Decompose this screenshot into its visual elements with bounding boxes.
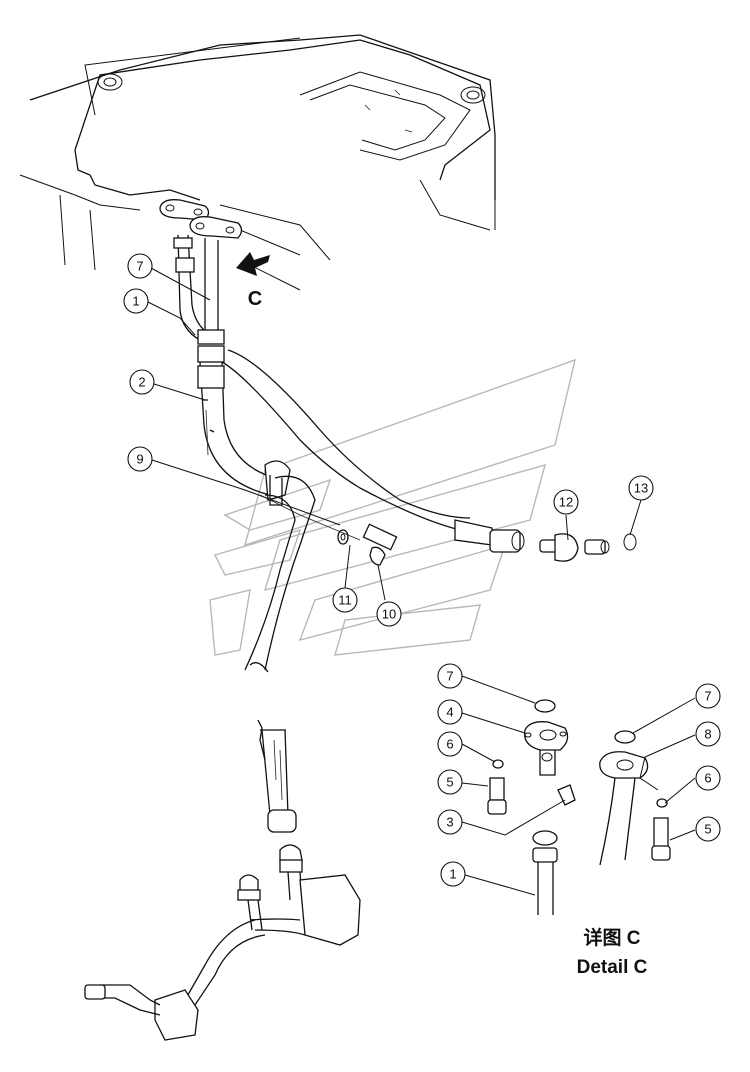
callout-detail-left-6: 6 xyxy=(437,731,463,757)
detail-c-right xyxy=(599,730,671,866)
long-hose xyxy=(221,349,525,553)
svg-text:7: 7 xyxy=(136,259,143,274)
callout-12: 12 xyxy=(553,489,579,515)
callout-detail-right-5: 5 xyxy=(695,816,721,842)
callout-13: 13 xyxy=(628,475,654,501)
callout-detail-left-3: 3 xyxy=(437,809,463,835)
callout-detail-left-1: 1 xyxy=(440,861,466,887)
svg-text:3: 3 xyxy=(446,815,453,830)
leader-lines xyxy=(147,267,696,896)
callout-9: 9 xyxy=(127,446,153,472)
svg-text:5: 5 xyxy=(704,822,711,837)
svg-text:4: 4 xyxy=(446,705,453,720)
view-label: C xyxy=(248,288,262,310)
bottom-manifold xyxy=(84,844,361,1041)
svg-text:9: 9 xyxy=(136,452,143,467)
callout-7-main: 7 xyxy=(127,253,153,279)
view-arrow-icon xyxy=(236,252,270,276)
svg-text:6: 6 xyxy=(446,737,453,752)
watermark-logo xyxy=(209,358,576,656)
svg-text:5: 5 xyxy=(446,775,453,790)
detail-title-en: Detail C xyxy=(577,957,648,978)
callout-2: 2 xyxy=(129,369,155,395)
callout-detail-right-8: 8 xyxy=(695,721,721,747)
svg-text:2: 2 xyxy=(138,375,145,390)
upper-hoses xyxy=(173,234,276,496)
clamp-assembly xyxy=(259,460,398,566)
svg-text:10: 10 xyxy=(382,607,396,622)
svg-text:1: 1 xyxy=(132,294,139,309)
svg-text:7: 7 xyxy=(446,669,453,684)
callout-detail-left-5: 5 xyxy=(437,769,463,795)
svg-text:11: 11 xyxy=(338,593,352,608)
svg-text:6: 6 xyxy=(704,771,711,786)
svg-text:12: 12 xyxy=(559,495,573,510)
svg-text:7: 7 xyxy=(704,689,711,704)
callout-detail-right-6: 6 xyxy=(695,765,721,791)
top-flange xyxy=(159,199,243,239)
lower-hose xyxy=(244,475,316,833)
elbow-fitting xyxy=(539,533,637,562)
callout-detail-left-4: 4 xyxy=(437,699,463,725)
detail-title-cn: 详图 C xyxy=(583,926,640,949)
callout-detail-right-7: 7 xyxy=(695,683,721,709)
callout-1-main: 1 xyxy=(123,288,149,314)
detail-c-left xyxy=(487,699,576,915)
engine-block xyxy=(19,34,496,291)
svg-text:8: 8 xyxy=(704,727,711,742)
callout-detail-left-7: 7 xyxy=(437,663,463,689)
svg-text:13: 13 xyxy=(634,481,648,496)
callout-10: 10 xyxy=(376,601,402,627)
svg-text:1: 1 xyxy=(449,867,456,882)
callout-11: 11 xyxy=(332,587,358,613)
